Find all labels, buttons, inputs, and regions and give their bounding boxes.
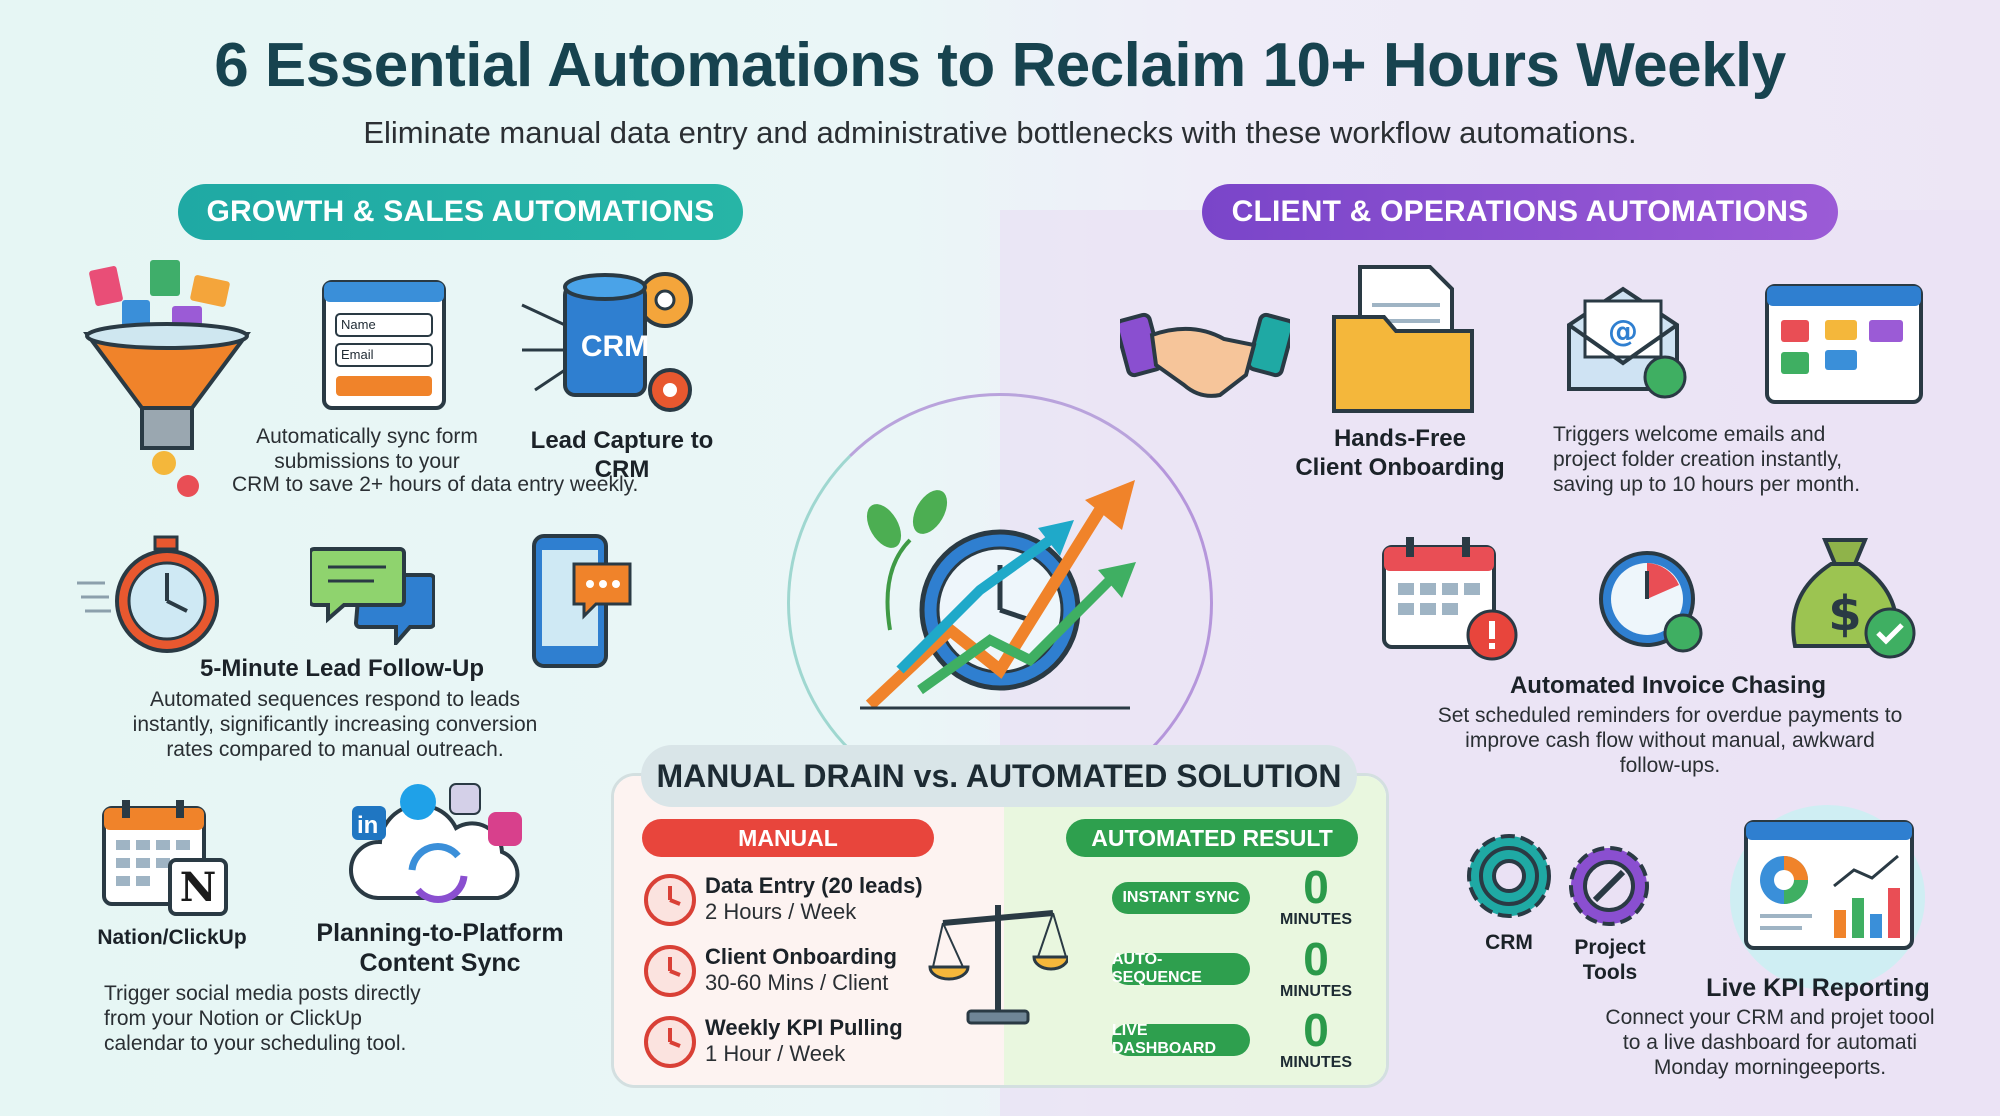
handshake-icon xyxy=(1120,312,1290,398)
kpi-title: Live KPI Reporting xyxy=(1706,974,1930,1002)
result-unit: MINUTES xyxy=(1280,911,1352,928)
money-bag-icon: $ xyxy=(1791,538,1916,659)
funnel-icon xyxy=(83,260,251,497)
balance-scale-icon xyxy=(928,905,1068,1025)
result-value: 0 xyxy=(1303,861,1329,913)
form-email-field-label: Email xyxy=(341,347,374,362)
clock-growth-arrows-icon xyxy=(860,480,1136,710)
manual-label: MANUAL xyxy=(642,819,934,857)
lead-capture-title: Lead Capture to CRM xyxy=(530,427,714,483)
social-cloud-sync-icon xyxy=(349,783,522,903)
form-name-field-label: Name xyxy=(341,317,376,332)
page-title: 6 Essential Automations to Reclaim 10+ H… xyxy=(214,31,1786,100)
calendar-notion-icon: N xyxy=(102,800,228,916)
result-value: 0 xyxy=(1303,933,1329,985)
smartphone-message-icon xyxy=(532,534,632,668)
client-folder-icon xyxy=(1332,265,1474,413)
svg-text:$: $ xyxy=(1828,586,1861,642)
svg-text:@: @ xyxy=(1608,314,1638,349)
manual-row-data-entry: Data Entry (20 leads)2 Hours / Week xyxy=(705,873,923,924)
web-form-icon xyxy=(322,280,446,410)
instant-sync-badge: INSTANT SYNC xyxy=(1112,882,1250,914)
kpi-dashboard-icon xyxy=(1744,820,1914,950)
crm-gear-icon xyxy=(1467,834,1551,918)
result-value: 0 xyxy=(1303,1004,1329,1056)
clock-icon xyxy=(644,945,696,997)
comparison-heading: MANUAL DRAIN vs. AUTOMATED SOLUTION xyxy=(641,745,1357,807)
clock-icon xyxy=(644,874,696,926)
project-tools-icon xyxy=(1569,846,1649,926)
svg-text:N: N xyxy=(180,864,217,911)
lead-capture-description-2: CRM to save 2+ hours of data entry weekl… xyxy=(232,473,639,496)
clock-icon xyxy=(644,1016,696,1068)
email-send-icon: @ xyxy=(1567,286,1687,399)
stopwatch-icon xyxy=(77,535,219,653)
project-board-icon xyxy=(1765,284,1923,404)
overdue-clock-icon xyxy=(1599,551,1703,653)
kpi-crm-label: CRM xyxy=(1485,931,1533,954)
crm-database-icon xyxy=(521,272,693,412)
automated-result-label: AUTOMATED RESULT xyxy=(1066,819,1358,857)
growth-section-badge: GROWTH & SALES AUTOMATIONS xyxy=(178,184,743,240)
live-dashboard-badge: LIVE DASHBOARD xyxy=(1112,1022,1250,1057)
invoice-title: Automated Invoice Chasing xyxy=(1509,672,1827,699)
linkedin-icon: in xyxy=(357,812,379,839)
page-subtitle: Eliminate manual data entry and administ… xyxy=(363,115,1637,150)
result-unit: MINUTES xyxy=(1280,983,1352,1000)
chat-bubbles-icon xyxy=(310,547,435,645)
auto-sequence-badge: AUTO-SEQUENCE xyxy=(1112,951,1250,986)
result-unit: MINUTES xyxy=(1280,1054,1352,1071)
invoice-description: Set scheduled reminders for overdue paym… xyxy=(1437,704,1903,777)
crm-icon-label: CRM xyxy=(580,330,650,363)
calendar-alert-icon xyxy=(1382,537,1518,661)
follow-up-title: 5-Minute Lead Follow-Up xyxy=(200,655,484,682)
client-section-badge: CLIENT & OPERATIONS AUTOMATIONS xyxy=(1202,184,1838,240)
notion-clickup-label: Nation/ClickUp xyxy=(97,926,247,949)
